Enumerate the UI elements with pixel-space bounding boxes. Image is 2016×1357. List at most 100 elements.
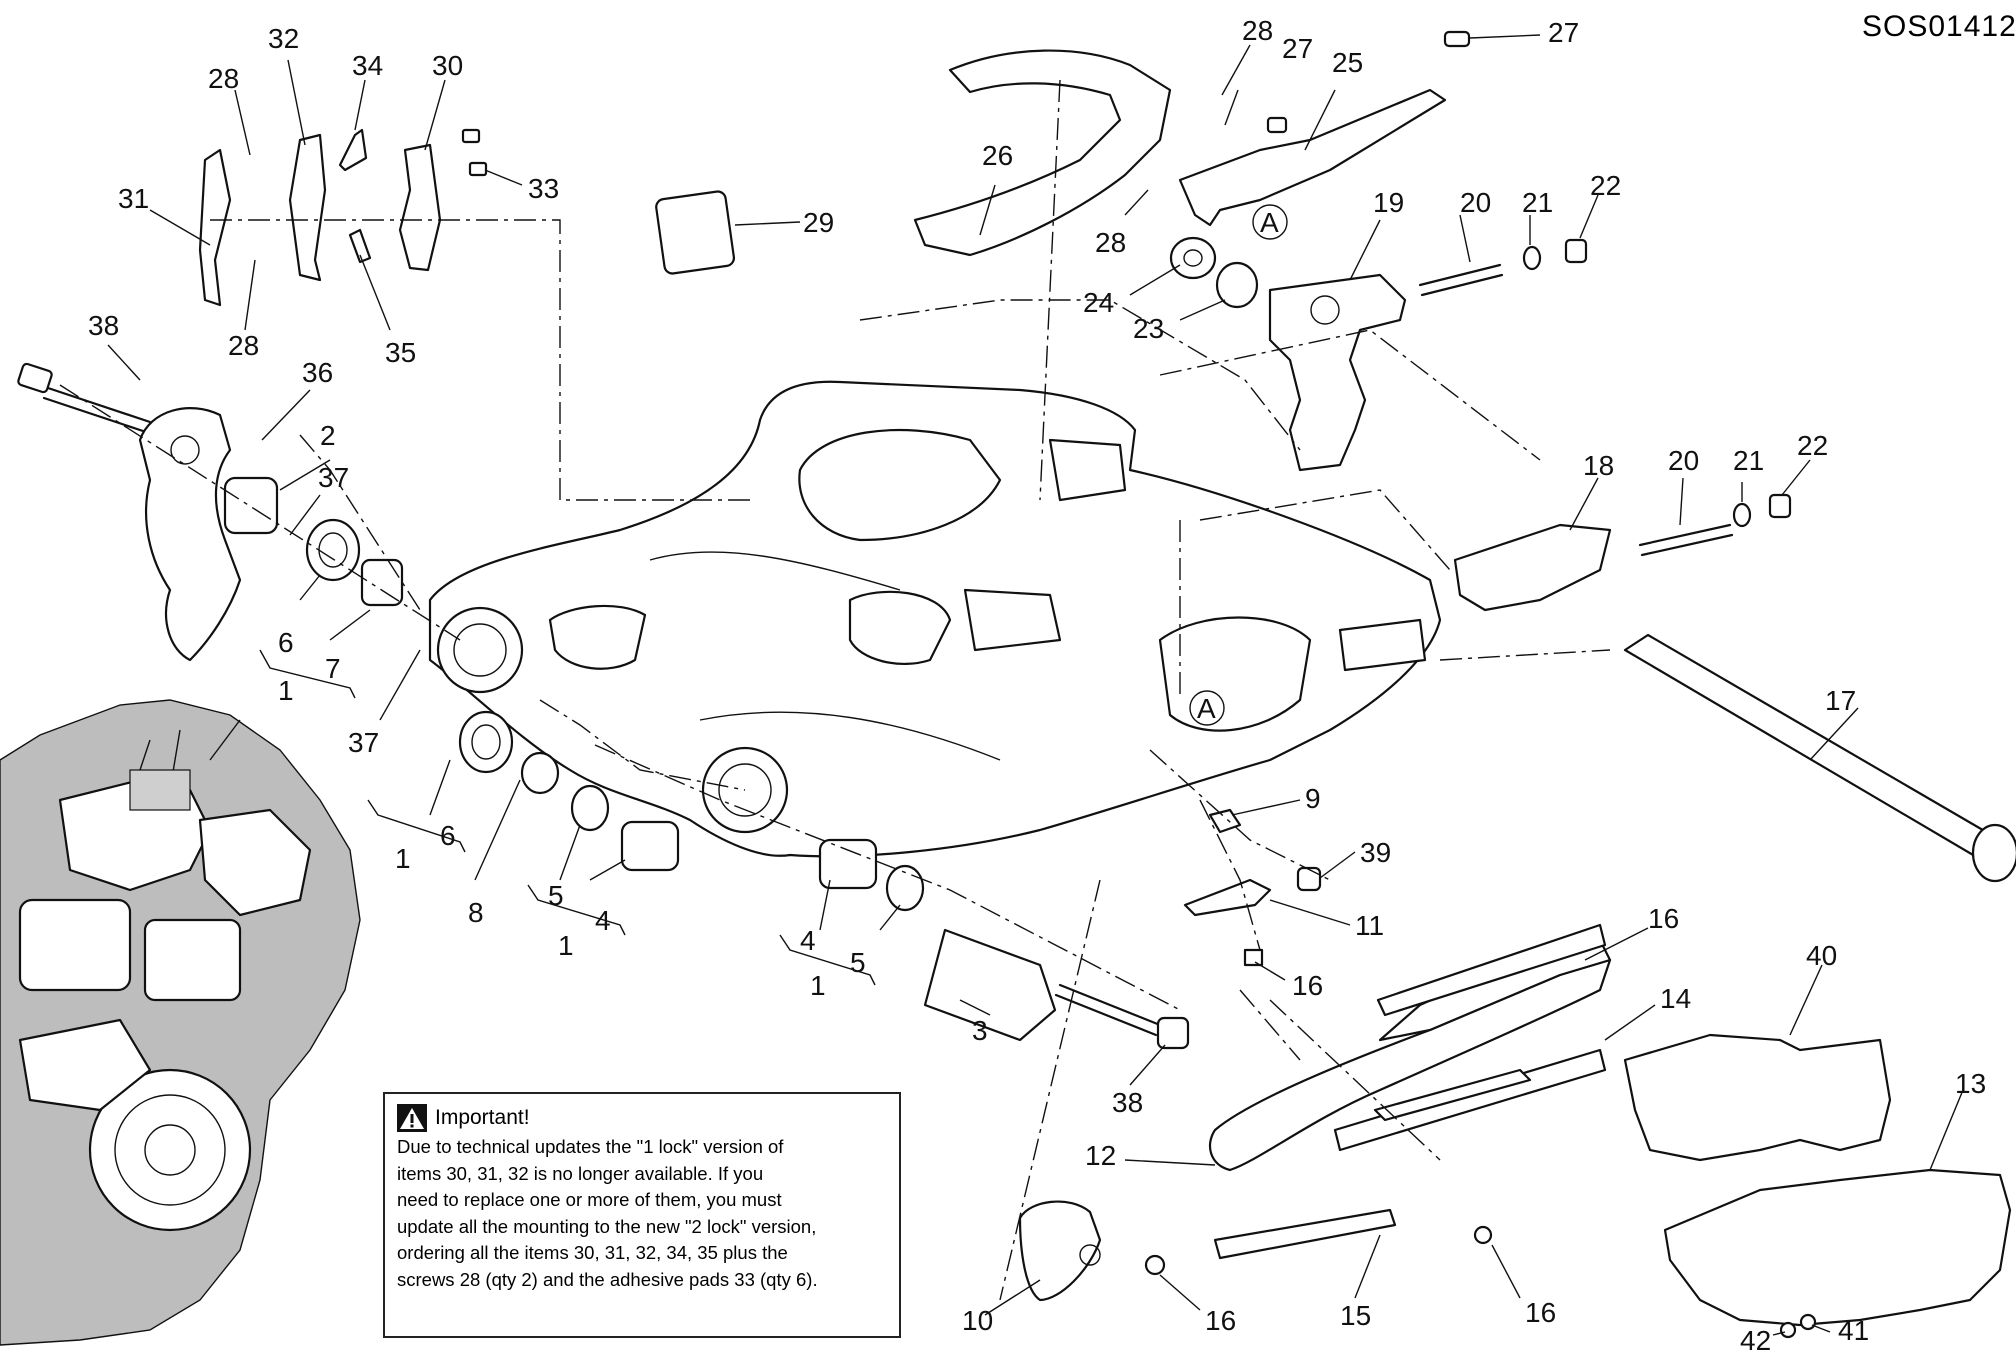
- chain-adjuster-18: [1453, 523, 1612, 612]
- callout: 26: [982, 140, 1013, 171]
- callout: 5: [548, 880, 564, 911]
- pad-33a: [461, 128, 481, 144]
- callout: A: [1197, 693, 1216, 724]
- important-line: screws 28 (qty 2) and the adhesive pads …: [397, 1268, 818, 1290]
- callout: 28: [208, 63, 239, 94]
- callout: 27: [1548, 17, 1579, 48]
- warning-icon: [397, 1104, 427, 1132]
- seal-8: [520, 751, 560, 795]
- callout: 16: [1292, 970, 1323, 1001]
- callout: 16: [1648, 903, 1679, 934]
- callout: 29: [803, 207, 834, 238]
- bracket-25: [1178, 88, 1447, 227]
- important-line: ordering all the items 30, 31, 32, 34, 3…: [397, 1242, 788, 1263]
- decal-29: [655, 190, 736, 275]
- washer-23: [1215, 261, 1259, 309]
- callout: 15: [1340, 1300, 1371, 1331]
- callout: 16: [1205, 1305, 1236, 1336]
- important-body: Due to technical updates the "1 lock" ve…: [397, 1134, 887, 1293]
- guard-31: [198, 148, 232, 307]
- callout: A: [1260, 207, 1279, 238]
- ring-5: [570, 784, 610, 832]
- callout: 25: [1332, 47, 1363, 78]
- callout: 2: [320, 420, 336, 451]
- callout: 31: [118, 183, 149, 214]
- chain-guard-12: [1208, 958, 1612, 1172]
- needle-bearing-4: [620, 820, 680, 872]
- important-line: items 30, 31, 32 is no longer available.…: [397, 1162, 764, 1184]
- callout: 9: [1305, 783, 1321, 814]
- callout: 6: [278, 627, 294, 658]
- plate-11: [1183, 878, 1272, 917]
- callout: 21: [1733, 445, 1764, 476]
- ring-5b: [885, 864, 925, 912]
- callout: 36: [302, 357, 333, 388]
- callout: 11: [1355, 910, 1384, 941]
- pin-9: [1208, 808, 1242, 834]
- important-heading: Important!: [435, 1106, 530, 1129]
- callout: 28: [1242, 15, 1273, 46]
- callout: 28: [1095, 227, 1126, 258]
- callout: 5: [850, 947, 866, 978]
- nut-22: [1564, 238, 1588, 264]
- bearing-6: [305, 518, 361, 582]
- washer-24: [1169, 236, 1217, 280]
- callout: 16: [1525, 1297, 1556, 1328]
- callout: 35: [385, 337, 416, 368]
- callout: 27: [1282, 33, 1313, 64]
- callout: 1: [558, 930, 574, 961]
- pad-33b: [468, 161, 488, 177]
- callout: 14: [1660, 983, 1691, 1014]
- drawing-code: SOS01412: [1862, 10, 2016, 43]
- cover-40: [1623, 1033, 1892, 1162]
- callout: 40: [1806, 940, 1837, 971]
- spacer-7: [360, 558, 404, 607]
- callout: 20: [1460, 187, 1491, 218]
- callout: 1: [278, 675, 294, 706]
- callout: 19: [1373, 187, 1404, 218]
- callout: 30: [432, 50, 463, 81]
- wheel-axle-17: [1623, 633, 2002, 864]
- cap-27: [1443, 30, 1471, 48]
- engine-illustration: [0, 699, 361, 1346]
- callout: 22: [1797, 430, 1828, 461]
- screw-42: [1779, 1321, 1797, 1339]
- callout-labels: 32 28 34 30 33 31 28 35 29 38 36 2 37 6 …: [88, 15, 1986, 1356]
- ref-marker-a-top: [1252, 204, 1288, 240]
- nut-22b: [1768, 493, 1792, 519]
- chain-rail: [1376, 923, 1607, 1017]
- callout: 20: [1668, 445, 1699, 476]
- callout: 22: [1590, 170, 1621, 201]
- bracket-10: [1018, 1200, 1102, 1302]
- guard-32: [288, 133, 327, 282]
- guide-upper-12: [1373, 1068, 1532, 1122]
- callout: 37: [348, 727, 379, 758]
- screw-16c: [1473, 1225, 1493, 1245]
- chain-adjuster-19: [1268, 273, 1407, 472]
- callout: 13: [1955, 1068, 1986, 1099]
- nut-39: [1296, 866, 1322, 892]
- cap-27b: [1266, 116, 1288, 134]
- callout: 32: [268, 23, 299, 54]
- callout: 38: [1112, 1087, 1143, 1118]
- cover-13: [1663, 1168, 2012, 1327]
- callout: 10: [962, 1305, 993, 1336]
- pivot-bolt-38: [17, 362, 152, 434]
- callout: 28: [228, 330, 259, 361]
- callout: 4: [800, 925, 816, 956]
- pivot-bolt-38b: [1156, 1016, 1190, 1050]
- callout: 39: [1360, 837, 1391, 868]
- callout: 1: [395, 843, 411, 874]
- callout: 24: [1083, 287, 1114, 318]
- callout: 33: [528, 173, 559, 204]
- ref-marker-a-body: [1189, 690, 1225, 726]
- callout: 6: [440, 820, 456, 851]
- important-line: update all the mounting to the new "2 lo…: [397, 1215, 817, 1237]
- callout: 18: [1583, 450, 1614, 481]
- needle-bearing-4b: [818, 838, 878, 890]
- pivot-bracket: [138, 407, 242, 662]
- important-notice: Important! Due to technical updates the …: [383, 1092, 901, 1338]
- callout: 41: [1838, 1315, 1869, 1346]
- leader-lines: [107, 34, 1964, 1336]
